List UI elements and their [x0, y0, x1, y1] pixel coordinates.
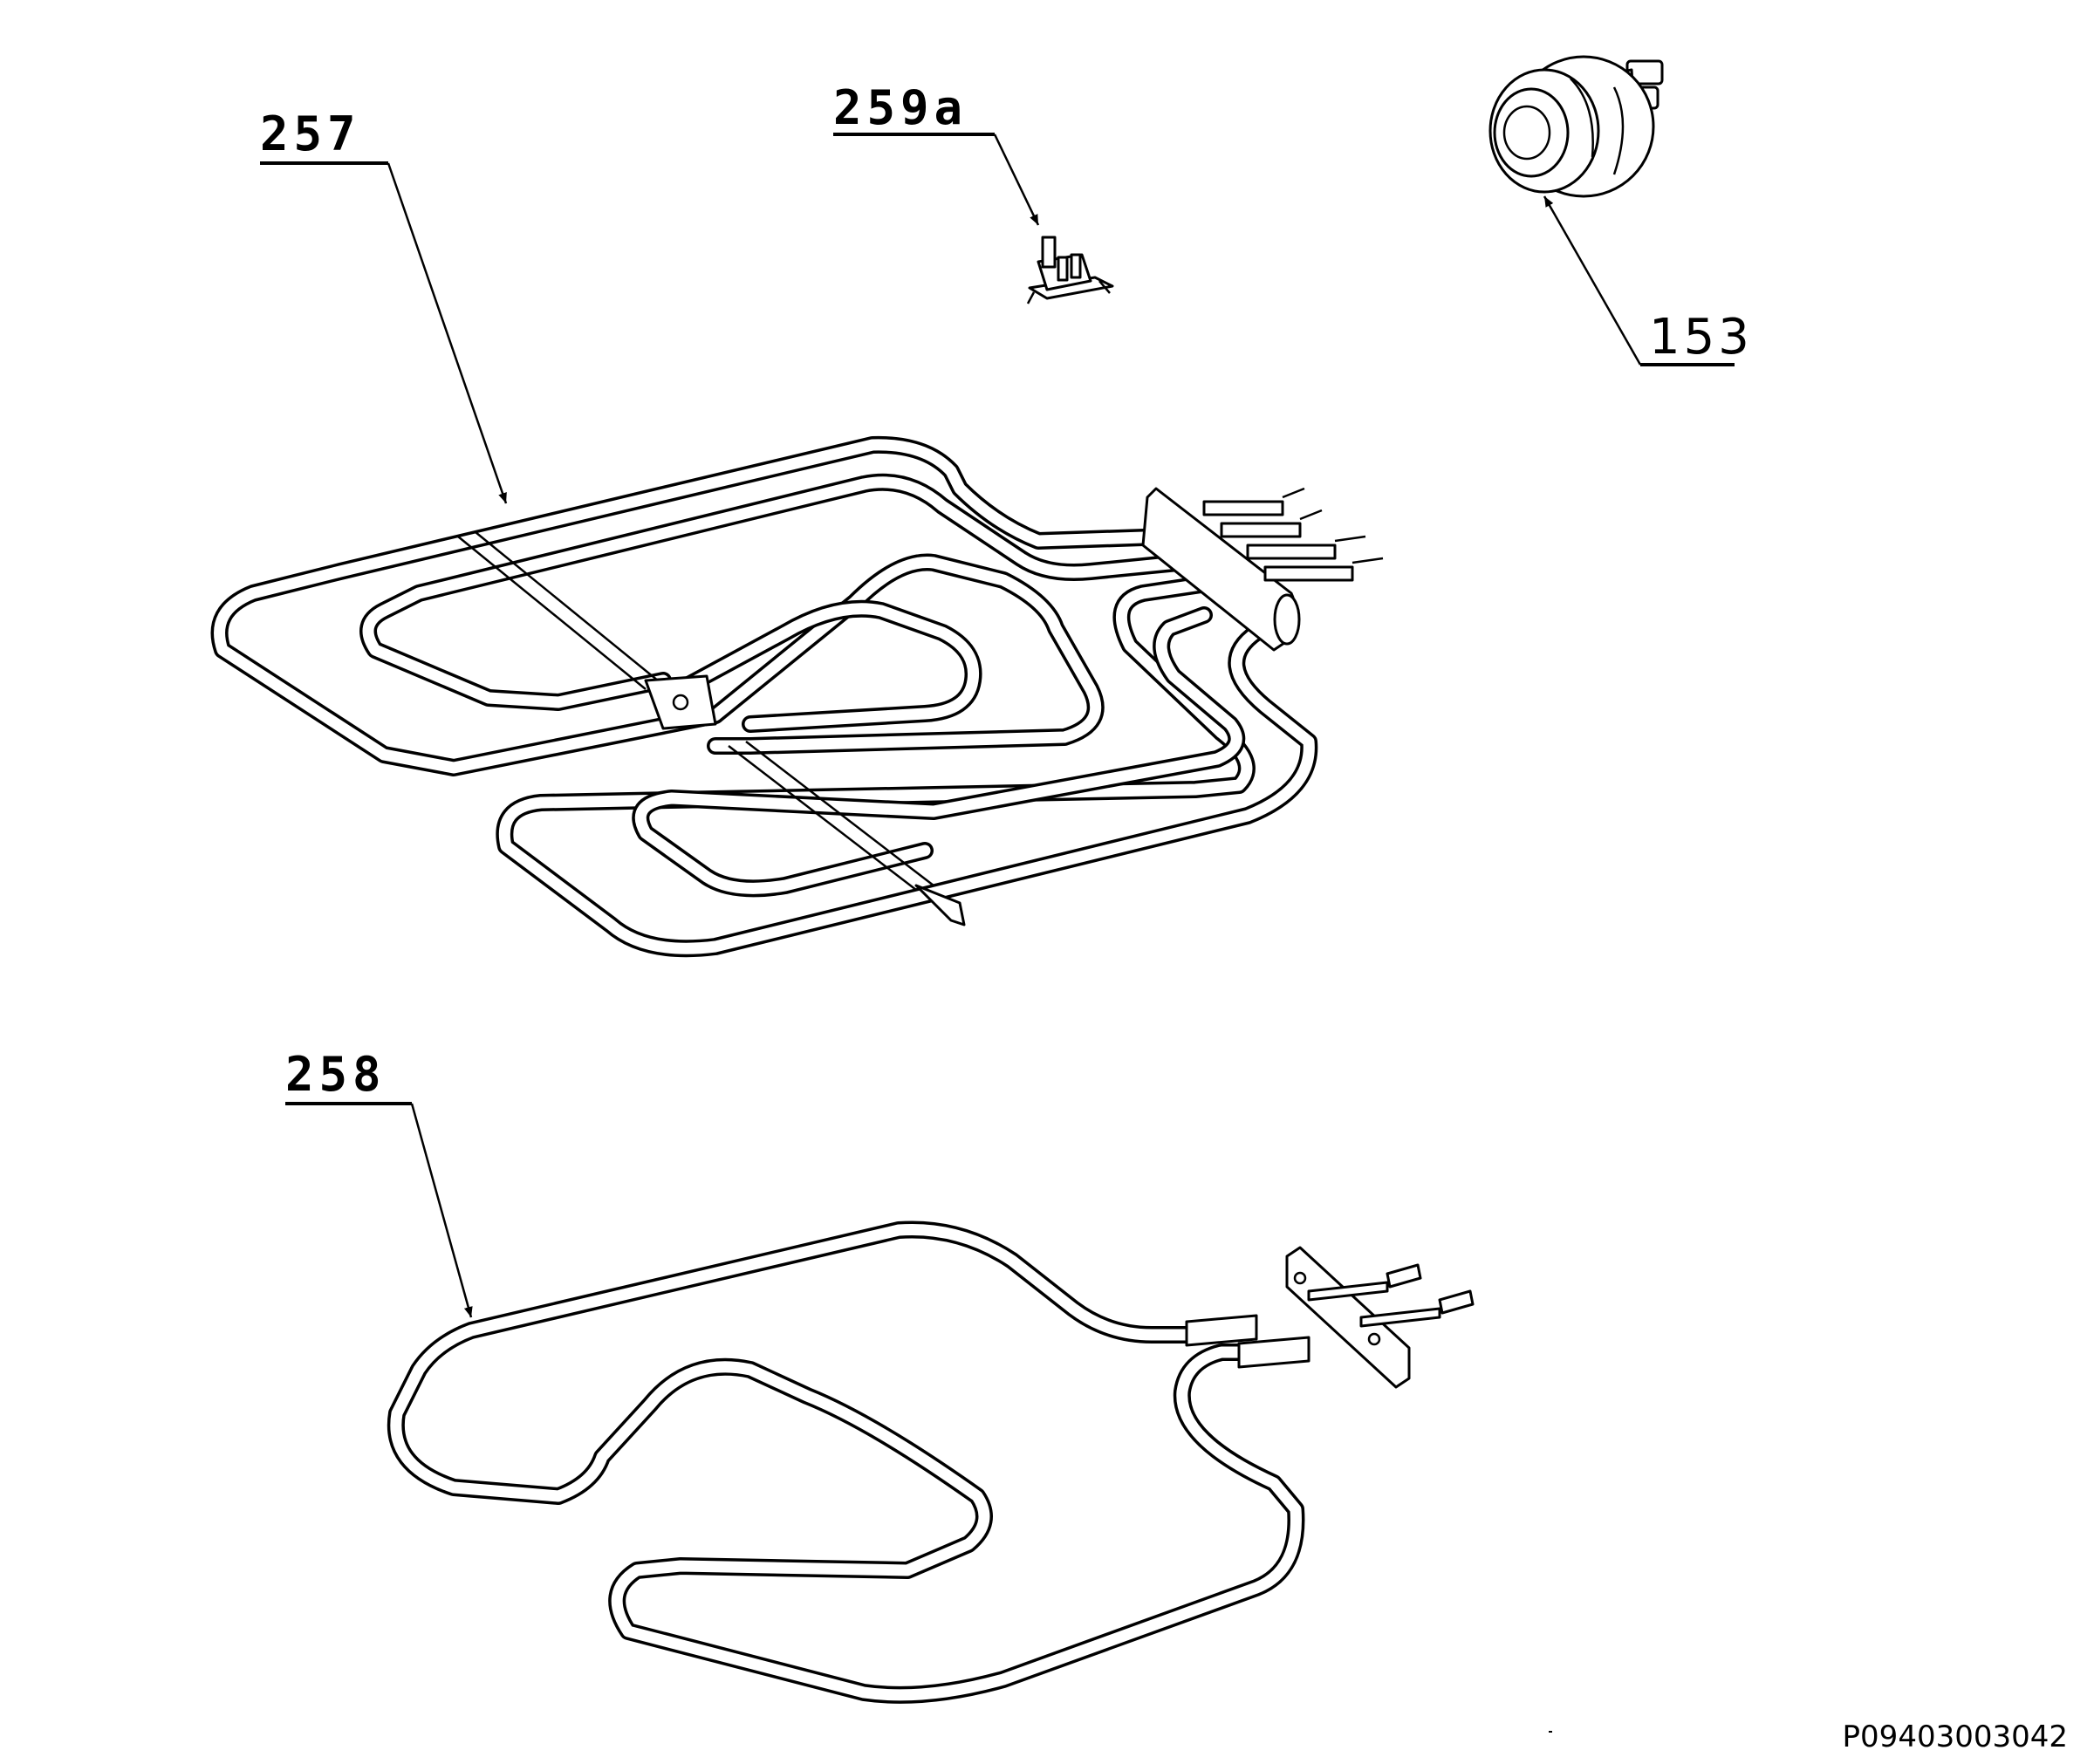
- lower-heating-element-part: [387, 1220, 1475, 1704]
- oven-lamp-part: [1488, 55, 1664, 198]
- callout-257: 257: [260, 106, 508, 504]
- callout-258-label: 258: [285, 1047, 387, 1102]
- callout-258: 258: [285, 1047, 473, 1318]
- diagram-reference-code: P09403003042: [1843, 1720, 2068, 1754]
- callout-153-label: 153: [1649, 309, 1753, 366]
- callout-257-label: 257: [260, 106, 361, 161]
- thermal-fuse-part: [1026, 236, 1114, 304]
- upper-heating-element-part: [210, 435, 1384, 958]
- callout-259a: 259a: [833, 80, 1040, 226]
- callout-259a-label: 259a: [833, 80, 968, 135]
- callout-153: 153: [1543, 195, 1753, 366]
